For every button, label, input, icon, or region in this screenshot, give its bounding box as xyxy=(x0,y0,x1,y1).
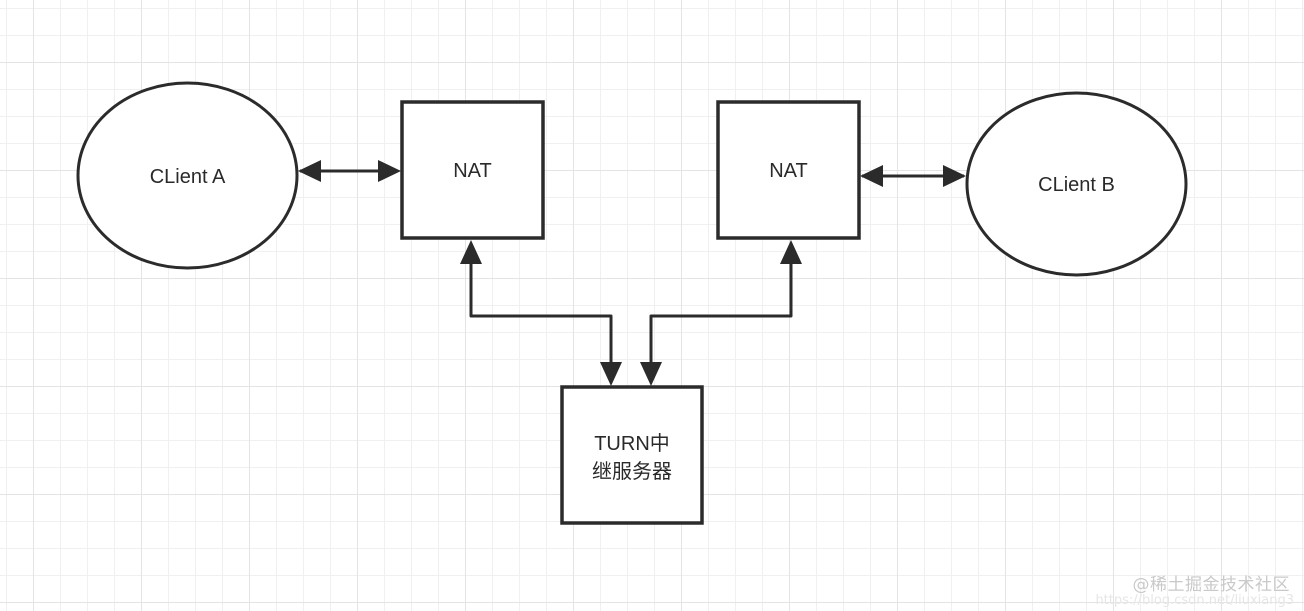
arrowhead-icon xyxy=(860,165,883,187)
node-nat-a[interactable] xyxy=(400,100,545,240)
edge-client-a-nat-a xyxy=(298,160,401,182)
node-turn-server[interactable] xyxy=(560,385,704,525)
node-client-b[interactable] xyxy=(965,91,1188,277)
arrowhead-icon xyxy=(780,240,802,264)
arrowhead-icon xyxy=(600,362,622,386)
watermark-url: https://blog.csdn.net/liuxiang3 xyxy=(1095,593,1294,608)
watermark: @稀土掘金技术社区 xyxy=(1132,575,1290,595)
arrowhead-icon xyxy=(640,362,662,386)
edge-nat-b-client-b xyxy=(860,165,966,187)
arrowhead-icon xyxy=(943,165,966,187)
arrowhead-icon xyxy=(298,160,321,182)
arrowhead-icon xyxy=(378,160,401,182)
node-client-a[interactable] xyxy=(76,81,299,270)
edge-nat-b-turn xyxy=(640,240,802,386)
node-nat-b[interactable] xyxy=(716,100,861,240)
arrowhead-icon xyxy=(460,240,482,264)
edge-nat-a-turn xyxy=(460,240,622,386)
